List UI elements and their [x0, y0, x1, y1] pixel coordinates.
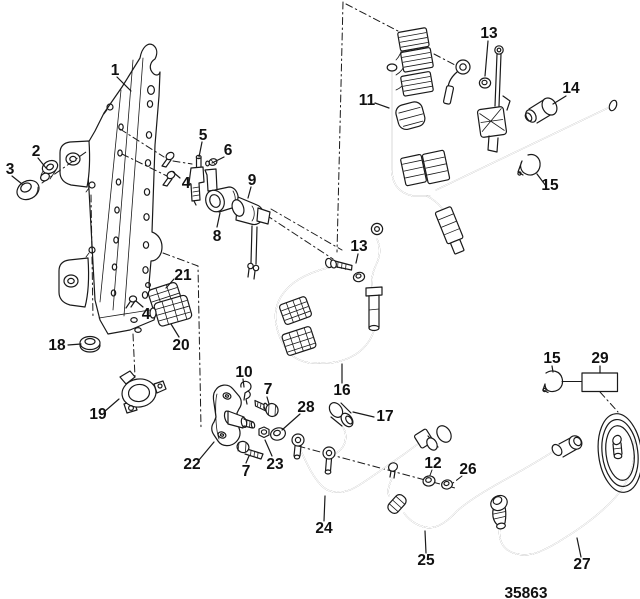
- part-27-cable: [490, 413, 640, 556]
- part-12-nut: [422, 475, 436, 487]
- part-22-bracket: [211, 384, 256, 447]
- part-11-wiring-harness: [386, 27, 618, 255]
- cable-27-elbow-connector: [490, 494, 508, 530]
- part-3-grommet: [16, 179, 40, 201]
- callout-15: 15: [541, 177, 559, 194]
- cable-27-coil: [597, 413, 640, 493]
- cable-27-coil-connector: [612, 434, 623, 460]
- callout-8: 8: [213, 228, 222, 245]
- part-14-plug: [524, 97, 558, 124]
- callout-17: 17: [376, 408, 393, 425]
- part-9-solenoid: [231, 196, 271, 280]
- callout-13: 13: [350, 238, 368, 255]
- part-16-battery-cables: [274, 222, 384, 364]
- callout-26: 26: [459, 461, 477, 478]
- callout-20: 20: [172, 337, 189, 354]
- callout-10: 10: [235, 364, 252, 381]
- callout-25: 25: [417, 552, 435, 569]
- part-25-cable: [387, 435, 583, 529]
- callout-29: 29: [591, 350, 609, 367]
- callout-4: 4: [182, 175, 191, 192]
- callout-9: 9: [248, 172, 257, 189]
- part-24-cable: [291, 425, 452, 493]
- bracket-hole-column-left: [110, 123, 124, 297]
- callout-11: 11: [359, 92, 376, 109]
- callout-22: 22: [183, 456, 200, 473]
- part-5-bracket: [188, 154, 218, 206]
- part-4-screw-lower: [125, 295, 138, 309]
- part-18-grommet: [79, 335, 101, 353]
- part-19-clamp: [119, 370, 167, 414]
- callout-3: 3: [6, 161, 15, 178]
- callout-4: 4: [142, 306, 151, 323]
- part-10-clip: [240, 380, 252, 405]
- part-1-mounting-bracket: [58, 43, 163, 335]
- part-4-screws-upper: [161, 151, 176, 187]
- callout-6: 6: [224, 142, 233, 159]
- callout-23: 23: [266, 456, 284, 473]
- part-26-nut: [441, 479, 453, 490]
- part-13-nut-mid: [352, 271, 366, 283]
- part-2-nut: [40, 159, 59, 182]
- part-7-screw-lower: [236, 440, 264, 460]
- callout-21: 21: [174, 267, 192, 284]
- part-28-washer: [270, 427, 286, 441]
- part-13-nut-top: [478, 77, 492, 89]
- drawing-number: 35863: [504, 585, 547, 599]
- callout-16: 16: [333, 382, 351, 399]
- callout-1: 1: [111, 62, 120, 79]
- callout-19: 19: [89, 406, 107, 423]
- part-6-screw: [205, 158, 218, 167]
- callout-14: 14: [562, 80, 580, 97]
- harness-lower-connector: [434, 206, 465, 255]
- callout-15: 15: [543, 350, 561, 367]
- callout-27: 27: [573, 556, 590, 573]
- part-23-nut: [258, 426, 270, 439]
- callout-leader-lines: [11, 40, 601, 558]
- callout-24: 24: [315, 520, 333, 537]
- part-15-clip-top: [517, 153, 541, 176]
- callout-7: 7: [264, 381, 273, 398]
- part-29-box: [581, 372, 619, 393]
- rod-assembly: [476, 45, 511, 153]
- part-17-lead-wire: [322, 402, 354, 475]
- callout-5: 5: [199, 127, 208, 144]
- part-13-screw-mid: [324, 257, 353, 271]
- callout-12: 12: [424, 455, 441, 472]
- harness-ring-terminal-wire: [442, 59, 471, 105]
- bracket-hole-column-right: [141, 100, 154, 299]
- part-7-screw-upper: [254, 399, 279, 418]
- part-15-clip-bottom: [542, 370, 564, 394]
- callout-7: 7: [242, 463, 251, 480]
- callout-28: 28: [297, 399, 315, 416]
- callout-13: 13: [480, 25, 498, 42]
- part-20-connector: [149, 294, 193, 327]
- callout-18: 18: [48, 337, 66, 354]
- callout-2: 2: [32, 143, 41, 160]
